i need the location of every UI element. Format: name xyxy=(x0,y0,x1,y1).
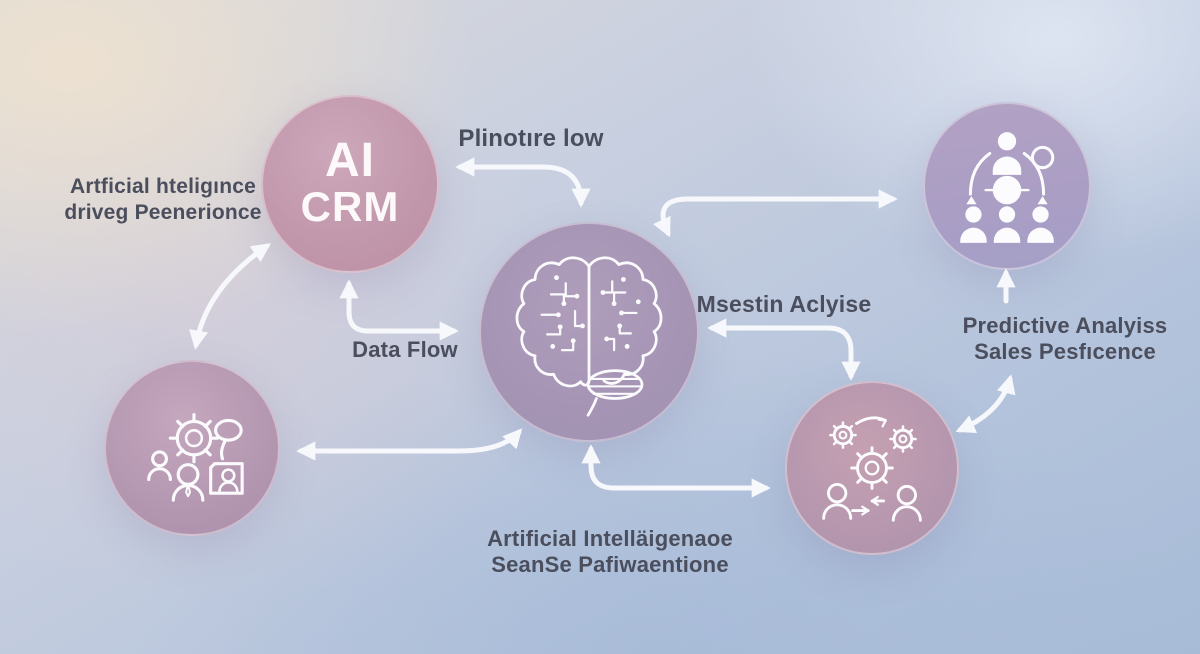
label-pipeline-text: Plinotıre low xyxy=(458,125,604,152)
node-ai-brain xyxy=(479,222,699,442)
label-ai-sales-automation: Artificial Intelläigenaoe SeanSe Pafiwae… xyxy=(455,526,765,578)
node-team-structure xyxy=(923,102,1091,270)
customer-engagement-icon xyxy=(133,389,251,507)
label-data-flow: Data Flow xyxy=(330,337,480,363)
label-pipeline-flow: Plinotıre low xyxy=(431,125,631,153)
label-bottom-line2: SeanSe Pafiwaentione xyxy=(491,552,729,577)
arrow-automation-to-predictive xyxy=(955,374,1016,433)
ai-crm-title-line1: AI xyxy=(325,134,375,187)
label-top-left-line2: driveg Peenerionce xyxy=(64,201,262,224)
node-ai-crm: AI CRM xyxy=(261,95,439,273)
label-predictive-line2: Sales Pesfıcence xyxy=(974,339,1156,364)
arrow-insight xyxy=(707,318,861,381)
arrow-data-flow xyxy=(339,279,459,341)
automation-gears-icon xyxy=(812,408,932,528)
label-predictive-line1: Predictive Analyiss xyxy=(962,313,1168,338)
label-bottom-line1: Artificial Intelläigenaoe xyxy=(487,526,733,551)
org-chart-icon xyxy=(949,125,1065,247)
label-predictive-analytics: Predictive Analyiss Sales Pesfıcence xyxy=(945,313,1185,365)
label-insight-analysis: Msestin Aclyise xyxy=(684,291,884,318)
node-customer-engagement xyxy=(104,360,280,536)
node-automation-workflow xyxy=(785,381,959,555)
label-artificial-intelligence-driven: Artficial hteligınce driveg Peenerionce xyxy=(28,174,298,226)
arrow-pipeline-to-brain xyxy=(455,157,591,208)
brain-circuit-icon xyxy=(509,246,669,418)
label-data-flow-text: Data Flow xyxy=(352,337,458,362)
arrow-brain-to-automation xyxy=(581,444,771,498)
arrow-customers-to-brain xyxy=(296,428,523,461)
arrow-brain-to-org xyxy=(653,189,898,238)
ai-crm-title-line2: CRM xyxy=(300,183,400,230)
arrow-aicrm-to-customers xyxy=(189,243,271,350)
label-insight-text: Msestin Aclyise xyxy=(696,291,872,317)
label-top-left-line1: Artficial hteligınce xyxy=(69,175,257,198)
